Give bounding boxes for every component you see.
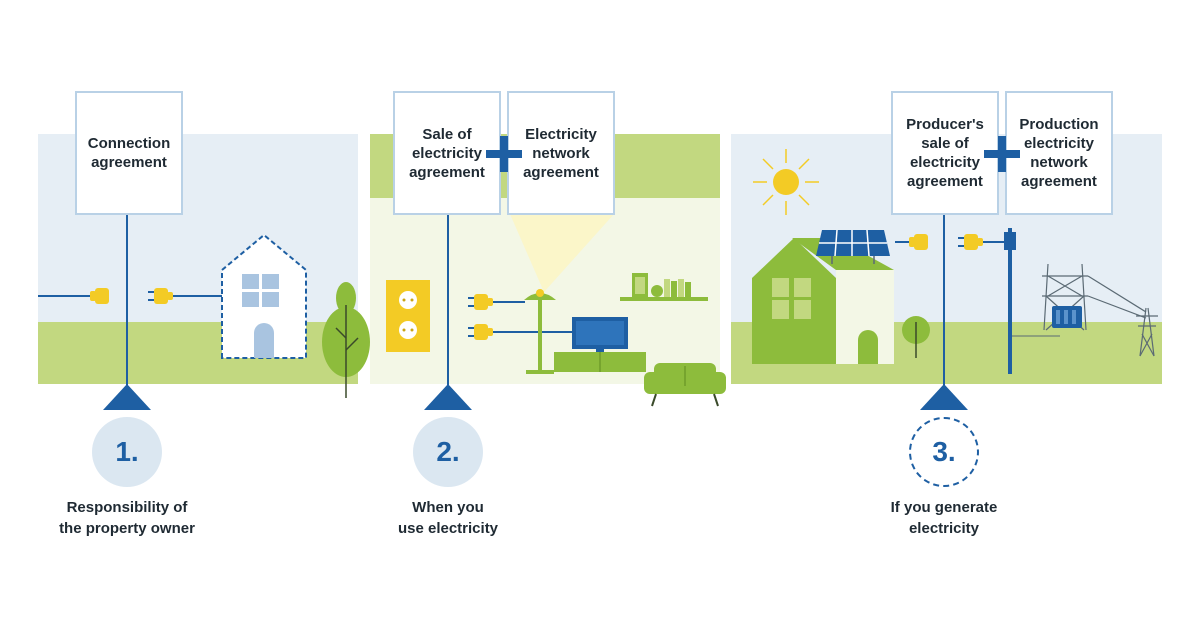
caption-property-owner: Responsibility of the property owner <box>59 499 195 537</box>
agreement-box-production-network: Production electricity network agreement <box>1005 91 1113 215</box>
step-number-2: 2. <box>413 417 483 487</box>
house-icon <box>752 238 894 364</box>
step-number-3: 3. <box>909 417 979 487</box>
sun-icon <box>753 149 819 215</box>
plug-icon <box>90 288 109 304</box>
shelf-icon <box>620 273 708 301</box>
caption-generate-electricity: If you generate electricity <box>890 499 998 537</box>
plus-icon <box>984 136 1020 172</box>
agreement-box-sale-of-electricity: Sale of electricity agreement <box>393 91 501 215</box>
solar-panel-icon <box>816 229 890 264</box>
plug-icon <box>468 294 493 310</box>
plug-icon <box>958 234 983 250</box>
plug-icon <box>909 234 928 250</box>
agreement-box-producers-sale: Producer's sale of electricity agreement <box>891 91 999 215</box>
transmission-tower-icon <box>1136 307 1158 357</box>
tv-icon <box>554 317 646 372</box>
caption-use-electricity: When you use electricity <box>397 499 499 537</box>
step-number-1: 1. <box>92 417 162 487</box>
tree-icon <box>902 316 930 358</box>
sofa-icon <box>644 363 726 407</box>
plug-icon <box>148 288 173 304</box>
panel-property-owner <box>38 134 370 398</box>
transformer-icon <box>1052 306 1082 328</box>
agreement-box-connection: Connection agreement <box>75 91 183 215</box>
connectors <box>103 215 968 410</box>
floor-lamp-icon <box>524 289 556 374</box>
electricity-pole-icon <box>1004 228 1060 374</box>
agreement-box-electricity-network: Electricity network agreement <box>507 91 615 215</box>
tree-icon <box>322 282 370 398</box>
plug-icon <box>468 324 493 340</box>
plus-icon <box>486 136 522 172</box>
wall-socket-icon <box>386 280 430 352</box>
house-icon <box>221 233 307 359</box>
